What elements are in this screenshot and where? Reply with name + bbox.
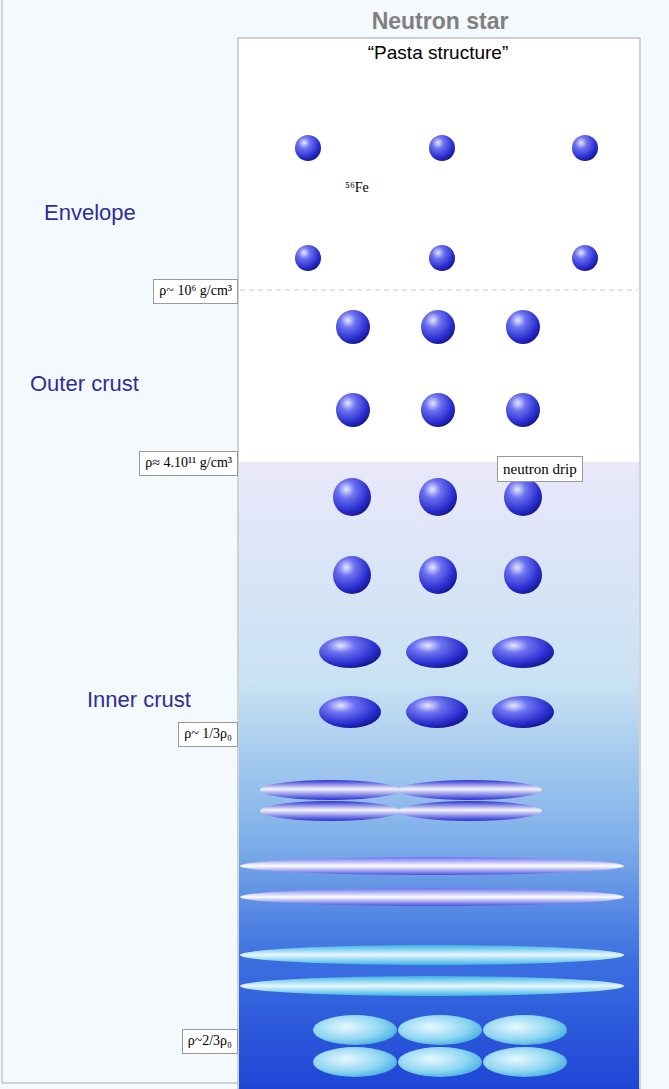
box-text: ρ~ 1/3ρ₀ (184, 726, 232, 743)
subtitle: “Pasta structure” (368, 42, 508, 64)
box-text: ρ~2/3ρ₀ (188, 1033, 232, 1050)
density-box: ρ≈ 4.10¹¹ g/cm³ (139, 451, 238, 476)
density-box: ρ~ 1/3ρ₀ (178, 722, 238, 747)
layer-name: Outer crust (30, 371, 139, 396)
nucleus-label: ⁵⁶Fe (345, 180, 369, 196)
box-text: ρ≈ 4.10¹¹ g/cm³ (145, 455, 232, 472)
box-text: ρ~ 10⁶ g/cm³ (159, 283, 232, 300)
box-text: neutron drip (503, 460, 577, 478)
density-box: ρ~ 10⁶ g/cm³ (153, 279, 238, 304)
layer-name: Envelope (44, 200, 136, 225)
drip-box: neutron drip (497, 456, 583, 482)
density-box: ρ~2/3ρ₀ (182, 1029, 238, 1054)
layer-name: Inner crust (87, 687, 191, 712)
diagram-title: Neutron star (372, 8, 509, 34)
